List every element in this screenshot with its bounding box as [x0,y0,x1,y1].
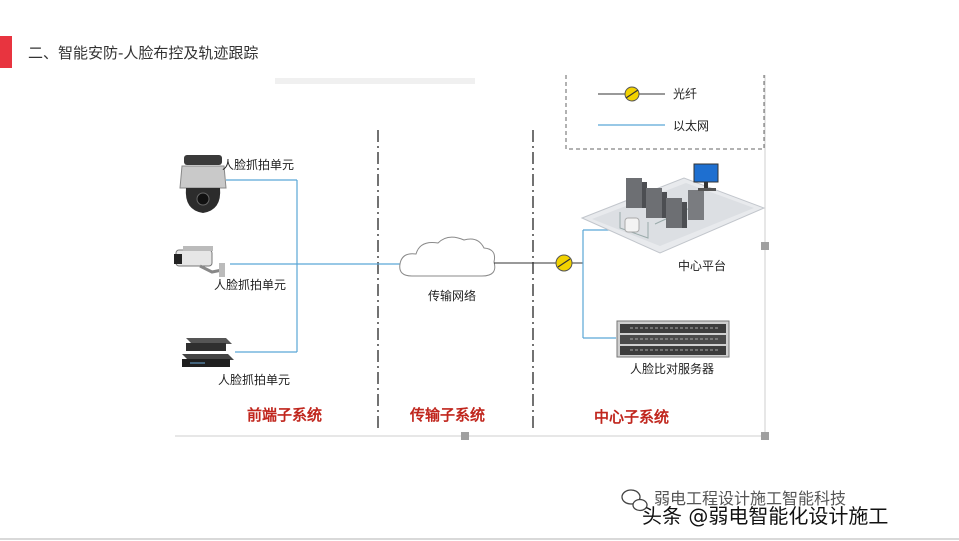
transport-network-label: 传输网络 [428,288,476,303]
section-front-label: 前端子系统 [247,406,322,424]
front-unit-1-label: 人脸抓拍单元 [222,157,294,172]
legend-fiber-label: 光纤 [673,87,697,101]
front-connector-lines [226,179,405,353]
center-platform-label: 中心平台 [678,258,726,273]
bottom-divider [0,538,959,540]
server-cluster-icon [580,163,766,254]
title-accent-bar [0,36,12,68]
rack-server-icon [616,320,730,358]
frame-handle [761,432,769,440]
face-compare-server-label: 人脸比对服务器 [630,361,714,376]
section-center-label: 中心子系统 [594,408,669,426]
source-watermark: 弱电工程设计施工智能科技 [654,489,846,508]
fiber-marker-icon [624,86,640,102]
nvr-box-icon [182,338,234,367]
fiber-marker-icon [555,254,573,272]
cropped-text-artifact [275,78,475,84]
frame-handle [761,242,769,250]
front-unit-2-label: 人脸抓拍单元 [214,277,286,292]
frame-handle [461,432,469,440]
legend-ethernet-label: 以太网 [673,118,709,133]
ptz-dome-camera-icon [179,155,227,213]
section-transport-label: 传输子系统 [409,406,485,424]
wechat-icon [621,489,648,512]
page-title: 二、智能安防-人脸布控及轨迹跟踪 [28,44,259,62]
legend: 光纤 以太网 [565,75,765,150]
front-unit-3-label: 人脸抓拍单元 [218,372,290,387]
bullet-camera-icon [174,246,225,277]
toutiao-watermark: 头条 @弱电智能化设计施工 [642,504,888,528]
cloud-icon [399,236,496,277]
